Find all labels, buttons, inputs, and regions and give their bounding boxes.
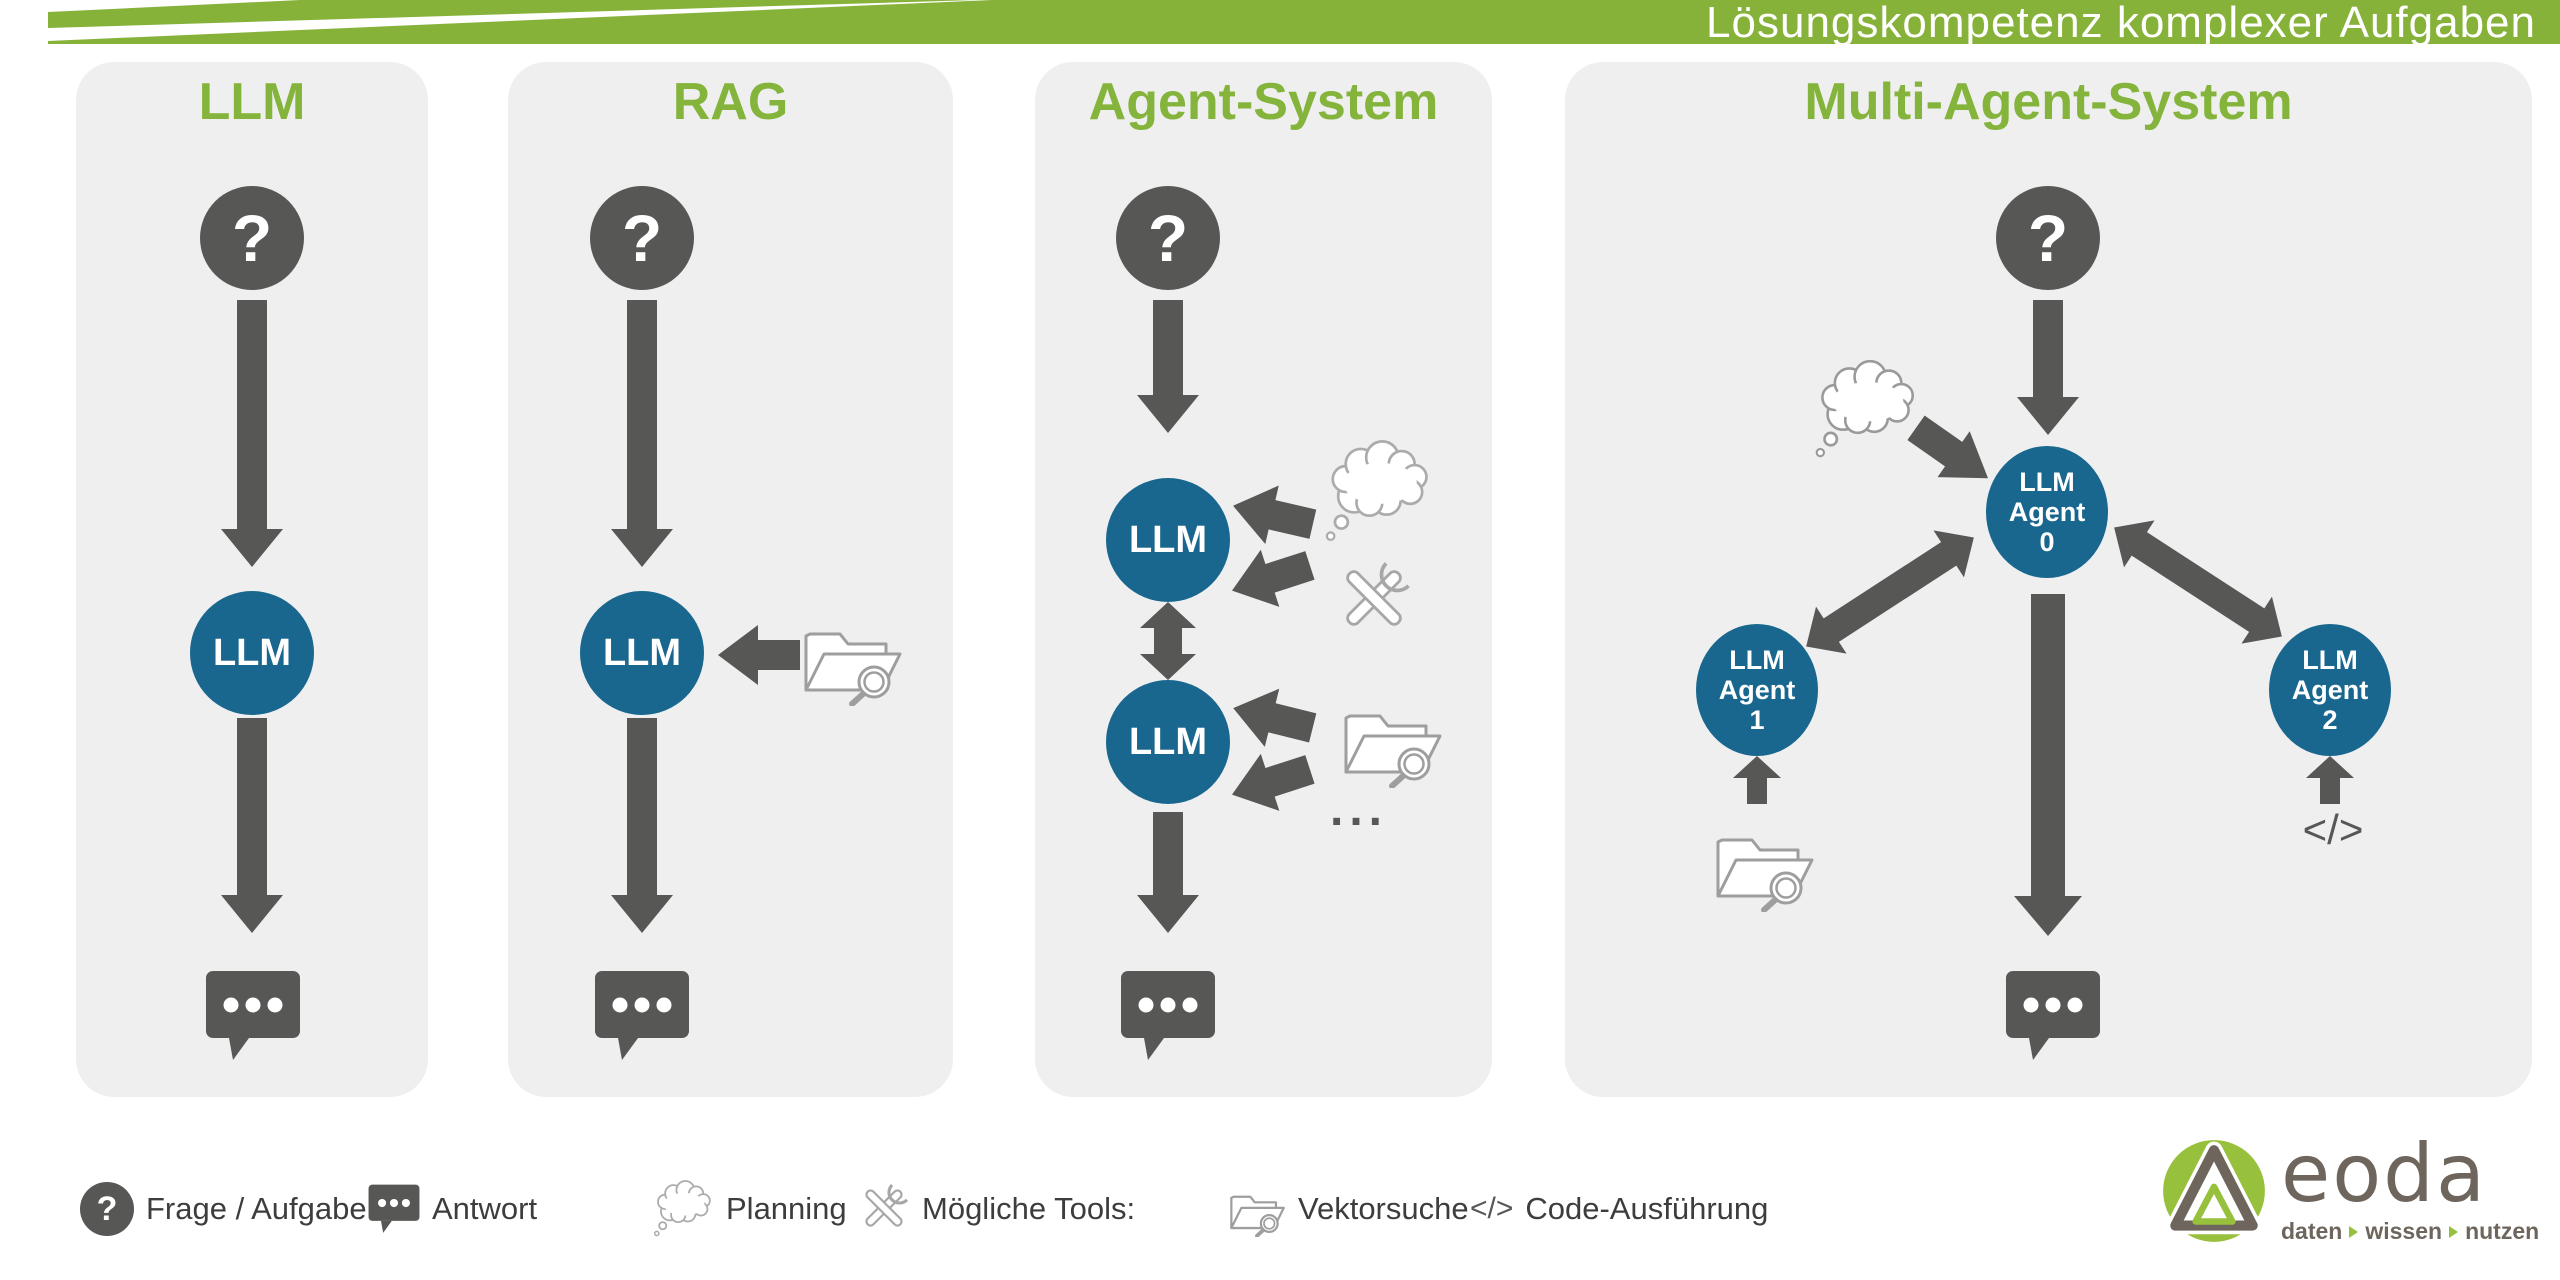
vector-search-icon — [1230, 1195, 1285, 1237]
tagline-arrow-icon — [2349, 1225, 2359, 1238]
vector-search-icon — [1344, 714, 1442, 788]
arrow-up-icon — [1733, 756, 1781, 804]
tools-icon — [1346, 562, 1410, 626]
agent-label: Agent — [1718, 674, 1796, 705]
agent-label: Agent — [2008, 496, 2086, 527]
llm-node: LLM — [1106, 478, 1230, 602]
tools-icon — [865, 1183, 909, 1227]
legend-item-planning: Planning — [652, 1178, 847, 1240]
panel-agent-system-title: Agent-System — [1088, 73, 1439, 131]
agent-label: LLM — [2302, 644, 2358, 675]
answer-bubble-icon — [2006, 971, 2100, 1060]
agent-label: Agent — [2291, 674, 2369, 705]
more-tools-ellipsis: ... — [1330, 783, 1389, 836]
legend-label: Code-Ausführung — [1525, 1191, 1769, 1226]
legend-label: Mögliche Tools: — [922, 1191, 1136, 1226]
eoda-tagline: daten wissen nutzen — [2281, 1218, 2539, 1245]
tagline-word: nutzen — [2465, 1218, 2540, 1244]
legend-item-vektorsuche: Vektorsuche — [1228, 1178, 1469, 1240]
tagline-word: daten — [2281, 1218, 2343, 1244]
double-arrow-diagonal-icon — [1806, 530, 1974, 654]
agent-label: 2 — [2322, 705, 2338, 736]
arrow-left-icon — [1233, 688, 1317, 747]
banner-title: Lösungskompetenz komplexer Aufgaben — [1706, 0, 2536, 47]
agent-label: LLM — [1729, 644, 1785, 675]
question-icon: ? — [200, 186, 304, 290]
question-mark: ? — [96, 1189, 118, 1228]
code-icon: </> — [2302, 806, 2364, 853]
answer-bubble-icon — [368, 1184, 420, 1233]
panel-rag-title: RAG — [672, 73, 789, 131]
arrow-down-icon — [1137, 812, 1199, 933]
planning-cloud-icon — [653, 1180, 711, 1237]
answer-bubble-icon — [1121, 971, 1215, 1060]
arrow-down-icon — [1137, 300, 1199, 433]
arrow-left-icon — [718, 625, 800, 685]
legend-item-code: </> Code-Ausführung — [1470, 1178, 1768, 1240]
vector-search-icon — [1716, 838, 1814, 912]
arrow-right-icon — [1907, 415, 1989, 479]
tagline-word: wissen — [2365, 1218, 2443, 1244]
question-mark: ? — [231, 201, 273, 275]
arrow-down-icon — [611, 300, 673, 567]
answer-bubble-icon — [206, 971, 300, 1060]
planning-cloud-icon — [1815, 360, 1915, 458]
llm-node: LLM — [190, 591, 314, 715]
arrow-left-icon — [1232, 549, 1315, 607]
planning-cloud-icon — [1325, 440, 1428, 541]
agent-label: 0 — [2039, 527, 2055, 558]
llm-node: LLM — [1106, 680, 1230, 804]
arrow-down-icon — [611, 718, 673, 933]
arrow-down-icon — [221, 718, 283, 933]
answer-bubble-icon — [595, 971, 689, 1060]
question-icon: ? — [1116, 186, 1220, 290]
double-arrow-diagonal-icon — [2114, 520, 2282, 644]
legend-label: Vektorsuche — [1298, 1191, 1469, 1226]
llm-node: LLM — [580, 591, 704, 715]
panel-multi-agent-system-title: Multi-Agent-System — [1804, 73, 2293, 131]
llm-node-label: LLM — [1128, 518, 1208, 561]
panel-llm-title: LLM — [198, 73, 306, 131]
question-icon: ? — [1996, 186, 2100, 290]
legend-item-tools: Mögliche Tools: — [852, 1178, 1135, 1240]
llm-agent-0-node: LLM Agent 0 — [1986, 446, 2108, 578]
legend-label: Antwort — [432, 1191, 538, 1226]
question-mark: ? — [621, 201, 663, 275]
llm-node-label: LLM — [212, 631, 292, 674]
llm-agent-2-node: LLM Agent 2 — [2269, 624, 2391, 756]
vector-search-icon — [804, 632, 902, 706]
agent-label: LLM — [2019, 466, 2075, 497]
arrow-down-icon — [221, 300, 283, 567]
agent-label: 1 — [1749, 705, 1765, 736]
arrow-left-icon — [1233, 485, 1317, 545]
panel-rag: RAG — [508, 62, 953, 1097]
legend-label: Planning — [726, 1191, 847, 1226]
banner-ribbon — [48, 0, 2560, 44]
eoda-logo-text: eoda — [2281, 1127, 2487, 1220]
arrow-down-icon — [2014, 594, 2082, 936]
llm-agent-1-node: LLM Agent 1 — [1696, 624, 1818, 756]
question-icon: ? — [590, 186, 694, 290]
legend-label: Frage / Aufgabe — [146, 1191, 367, 1226]
arrow-up-icon — [2306, 756, 2354, 804]
question-mark: ? — [1147, 201, 1189, 275]
llm-node-label: LLM — [602, 631, 682, 674]
code-icon: </> — [1470, 1192, 1514, 1225]
question-icon: ? — [80, 1182, 134, 1236]
arrow-left-icon — [1232, 753, 1315, 811]
eoda-logo-mark — [2163, 1140, 2265, 1242]
llm-node-label: LLM — [1128, 720, 1208, 763]
legend-item-frage: ? Frage / Aufgabe — [80, 1178, 367, 1240]
tagline-arrow-icon — [2449, 1225, 2459, 1238]
eoda-logo: eoda daten wissen nutzen — [2163, 1127, 2539, 1250]
legend-item-antwort: Antwort — [368, 1178, 537, 1240]
question-mark: ? — [2027, 201, 2069, 275]
double-arrow-vertical-icon — [1140, 602, 1196, 680]
arrow-down-icon — [2017, 300, 2079, 435]
